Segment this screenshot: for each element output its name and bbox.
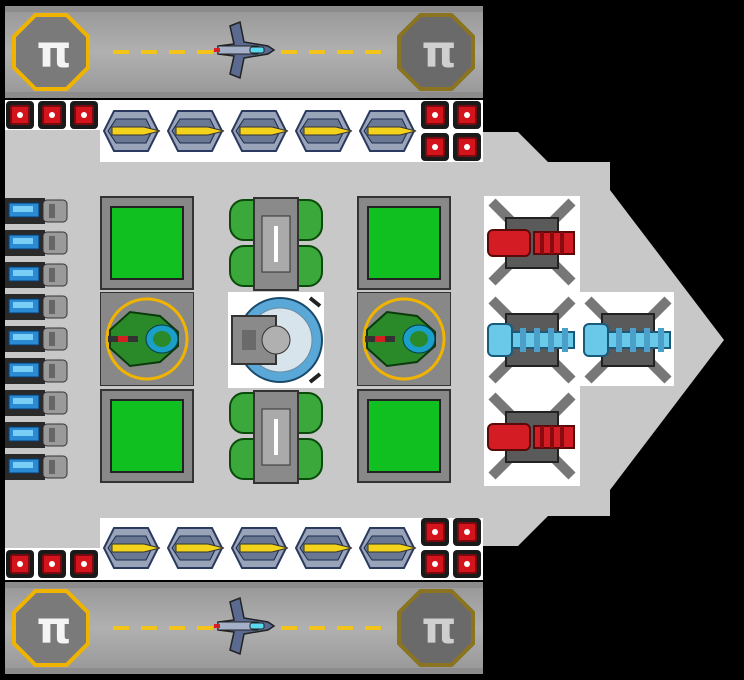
missile-launcher-icon bbox=[230, 110, 289, 152]
missile-launcher-icon bbox=[358, 110, 417, 152]
fighter-ship-icon[interactable] bbox=[210, 594, 276, 658]
missile-launcher-icon bbox=[102, 110, 161, 152]
pi-octagon-icon[interactable]: π bbox=[12, 13, 90, 91]
red-ammo-crate-icon[interactable] bbox=[38, 550, 66, 578]
red-thruster-icon[interactable] bbox=[486, 390, 578, 484]
red-ammo-crate-icon[interactable] bbox=[421, 101, 449, 129]
red-thruster-icon[interactable] bbox=[486, 196, 578, 290]
pi-octagon-icon[interactable]: π bbox=[397, 589, 475, 667]
red-ammo-crate-icon[interactable] bbox=[38, 101, 66, 129]
missile-launcher-row bbox=[102, 527, 417, 569]
missile-launcher-icon bbox=[294, 527, 353, 569]
fighter-ship-icon[interactable] bbox=[210, 18, 276, 82]
missile-launcher-icon bbox=[102, 527, 161, 569]
green-reactor-pad-icon[interactable] bbox=[357, 389, 451, 483]
green-tank-icon[interactable] bbox=[228, 389, 324, 485]
red-ammo-crate-icon[interactable] bbox=[6, 550, 34, 578]
blue-thruster-icon[interactable] bbox=[486, 294, 578, 386]
red-ammo-crate-icon[interactable] bbox=[6, 101, 34, 129]
blue-thruster-icon[interactable] bbox=[582, 294, 674, 386]
red-ammo-crate-icon[interactable] bbox=[421, 133, 449, 161]
green-turret-icon[interactable] bbox=[357, 292, 451, 386]
missile-launcher-icon bbox=[166, 527, 225, 569]
red-ammo-crate-icon[interactable] bbox=[453, 101, 481, 129]
red-ammo-crate-icon[interactable] bbox=[453, 518, 481, 546]
missile-launcher-icon bbox=[166, 110, 225, 152]
shield-generator-icon[interactable] bbox=[228, 292, 324, 388]
red-ammo-crate-icon[interactable] bbox=[70, 101, 98, 129]
green-tank-icon[interactable] bbox=[228, 196, 324, 292]
missile-launcher-row bbox=[102, 110, 417, 152]
pi-octagon-icon[interactable]: π bbox=[397, 13, 475, 91]
missile-launcher-icon bbox=[294, 110, 353, 152]
green-turret-icon[interactable] bbox=[100, 292, 194, 386]
green-reactor-pad-icon[interactable] bbox=[100, 389, 194, 483]
red-ammo-crate-icon[interactable] bbox=[421, 550, 449, 578]
missile-launcher-icon bbox=[230, 527, 289, 569]
red-ammo-crate-icon[interactable] bbox=[421, 518, 449, 546]
red-ammo-crate-icon[interactable] bbox=[453, 550, 481, 578]
red-ammo-crate-icon[interactable] bbox=[70, 550, 98, 578]
green-reactor-pad-icon[interactable] bbox=[357, 196, 451, 290]
battery-column bbox=[5, 198, 68, 481]
green-reactor-pad-icon[interactable] bbox=[100, 196, 194, 290]
red-ammo-crate-icon[interactable] bbox=[453, 133, 481, 161]
pi-octagon-icon[interactable]: π bbox=[12, 589, 90, 667]
missile-launcher-icon bbox=[358, 527, 417, 569]
